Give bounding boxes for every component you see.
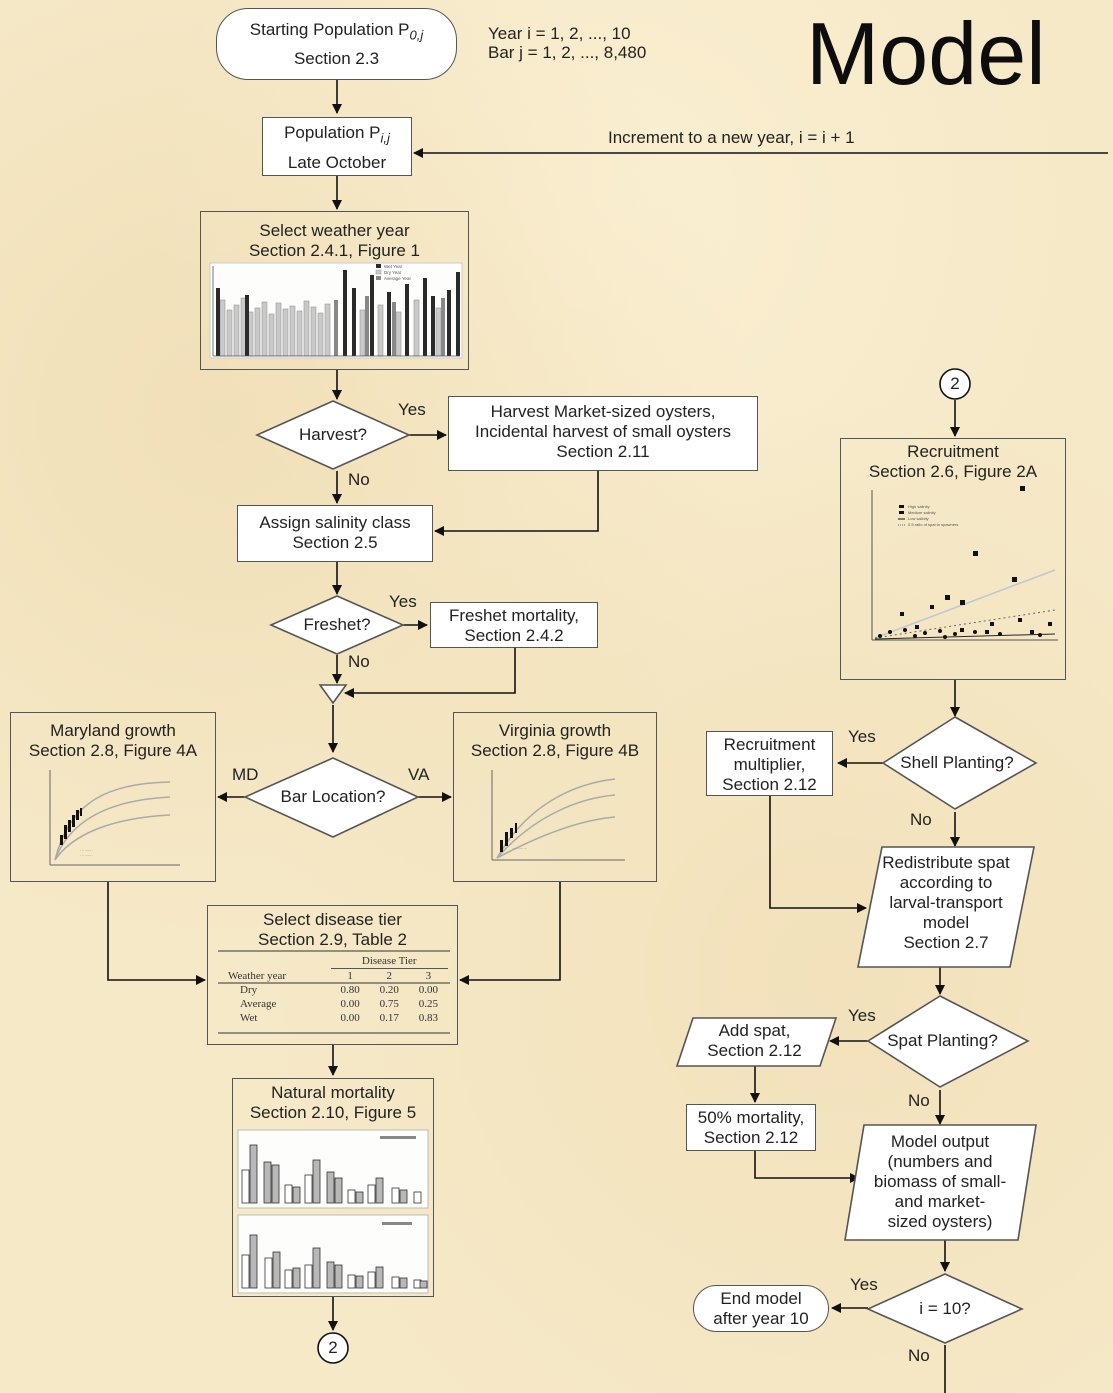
end-no-label: No: [908, 1346, 930, 1365]
tier-header: 1: [347, 970, 353, 982]
tier-header: 3: [425, 970, 432, 982]
spat-yes-label: Yes: [848, 1006, 876, 1025]
harvest-yes-label: Yes: [398, 400, 426, 419]
recruitment-scatter-thumbnail: High salinity Medium salinity Low salini…: [871, 486, 1058, 641]
svg-text:· ·········: · ·········: [80, 854, 93, 858]
table-row: Average 0.00 0.75 0.25: [240, 998, 439, 1010]
tier-header: 2: [386, 970, 392, 982]
bar-location-question: Bar Location?: [280, 787, 386, 806]
natural-mortality-thumbnail: [237, 1129, 429, 1294]
svg-text:· ···········: · ···········: [512, 847, 527, 851]
freshet-diamond: [269, 595, 405, 655]
add-spat-box: [675, 1017, 838, 1067]
connector-2-bottom-label: 2: [328, 1338, 338, 1357]
shell-yes-label: Yes: [848, 727, 876, 746]
connector-lines-right: [750, 400, 960, 1393]
model-output-text: Model output (numbers and biomass of sma…: [873, 1132, 1007, 1231]
recruitment-legend: High salinity Medium salinity Low salini…: [898, 504, 958, 527]
merge-triangle: [318, 684, 348, 705]
spat-planting-diamond: [866, 995, 1030, 1088]
table-row: Dry 0.80 0.20 0.00: [240, 984, 439, 996]
end-check-diamond: [866, 1273, 1024, 1344]
model-output-box: [844, 1124, 1037, 1241]
freshet-yes-label: Yes: [389, 592, 417, 611]
end-model-box: End model after year 10: [693, 1285, 829, 1332]
increment-year-label: Increment to a new year, i = i + 1: [608, 128, 855, 147]
starting-population-label: Starting Population P0,j: [249, 20, 424, 43]
harvest-no-label: No: [348, 470, 370, 489]
recruitment-legend-item: Low salinity: [908, 516, 929, 521]
shell-no-label: No: [910, 810, 932, 829]
recruitment-box: Recruitment Section 2.6, Figure 2A: [840, 438, 1066, 680]
end-check-question: i = 10?: [919, 1299, 971, 1318]
starting-population-section: Section 2.3: [293, 49, 380, 69]
maryland-growth-box: Maryland growth Section 2.8, Figure 4A: [10, 712, 216, 882]
weather-year-header: Weather year: [228, 969, 287, 982]
freshet-question: Freshet?: [303, 615, 371, 634]
shell-planting-diamond: [881, 716, 1038, 810]
disease-tier-box: Select disease tier Section 2.9, Table 2: [207, 905, 458, 1045]
connector-2-top-circle: [939, 368, 971, 400]
md-growth-thumbnail: · ········· · ·········: [49, 770, 180, 866]
table-row: Wet 0.00 0.17 0.83: [240, 1012, 439, 1024]
connector-2-bottom-circle: [317, 1332, 349, 1364]
weather-legend-item: Dry Year: [384, 270, 402, 275]
redistribute-spat-text: Redistribute spat according to larval-tr…: [882, 853, 1010, 952]
weather-legend-item: Wet Year: [384, 264, 403, 269]
connector-2-top-label: 2: [950, 374, 960, 393]
salinity-box: Assign salinity class Section 2.5: [237, 505, 433, 562]
harvest-box: Harvest Market-sized oysters, Incidental…: [448, 396, 758, 471]
recruitment-legend-item: Medium salinity: [908, 510, 936, 515]
freshet-mortality-box: Freshet mortality, Section 2.4.2: [430, 602, 598, 648]
starting-population-box: Starting Population P0,j Section 2.3: [216, 8, 457, 80]
natural-mortality-box: Natural mortality Section 2.10, Figure 5: [232, 1078, 434, 1297]
weather-legend: Wet Year Dry Year Average Year: [375, 264, 411, 281]
recruitment-legend-item: High salinity: [908, 504, 930, 509]
recruitment-multiplier-box: Recruitment multiplier, Section 2.12: [706, 731, 833, 796]
add-spat-text: Add spat, Section 2.12: [707, 1021, 802, 1060]
harvest-diamond: [255, 400, 411, 470]
va-branch-label: VA: [408, 765, 430, 784]
shell-planting-question: Shell Planting?: [900, 753, 1014, 772]
disease-tier-group-header: Disease Tier: [330, 954, 448, 969]
freshet-no-label: No: [348, 652, 370, 671]
bar-index-label: Bar j = 1, 2, ..., 8,480: [488, 43, 647, 62]
spat-planting-question: Spat Planting?: [887, 1031, 998, 1050]
svg-text:· ·········: · ·········: [80, 849, 93, 853]
va-growth-thumbnail: · ···········: [491, 770, 625, 861]
weather-year-box: Select weather year Section 2.4.1, Figur…: [200, 211, 469, 370]
end-yes-label: Yes: [850, 1275, 878, 1294]
weather-legend-item: Average Year: [384, 276, 411, 281]
year-index-label: Year i = 1, 2, ..., 10: [488, 24, 631, 43]
recruitment-legend-item: 0.5 ratio of spat to spawners: [908, 522, 958, 527]
population-box: Population Pi,j Late October: [262, 117, 412, 176]
harvest-question: Harvest?: [298, 425, 368, 444]
md-branch-label: MD: [232, 765, 259, 784]
weather-bar-thumbnail: Wet Year Dry Year Average Year: [209, 262, 463, 359]
disease-table-rules: [218, 950, 450, 1034]
virginia-growth-box: Virginia growth Section 2.8, Figure 4B: [453, 712, 657, 882]
fifty-percent-mortality-box: 50% mortality, Section 2.12: [686, 1104, 816, 1151]
connector-lines: [107, 80, 1108, 1331]
redistribute-spat-box: [857, 846, 1035, 968]
spat-no-label: No: [908, 1091, 930, 1110]
bar-location-diamond: [243, 757, 420, 838]
disease-tier-table: Disease Tier Weather year 1 2 3 Dry 0.80…: [226, 954, 448, 1025]
slide-title: Model: [806, 4, 1046, 103]
